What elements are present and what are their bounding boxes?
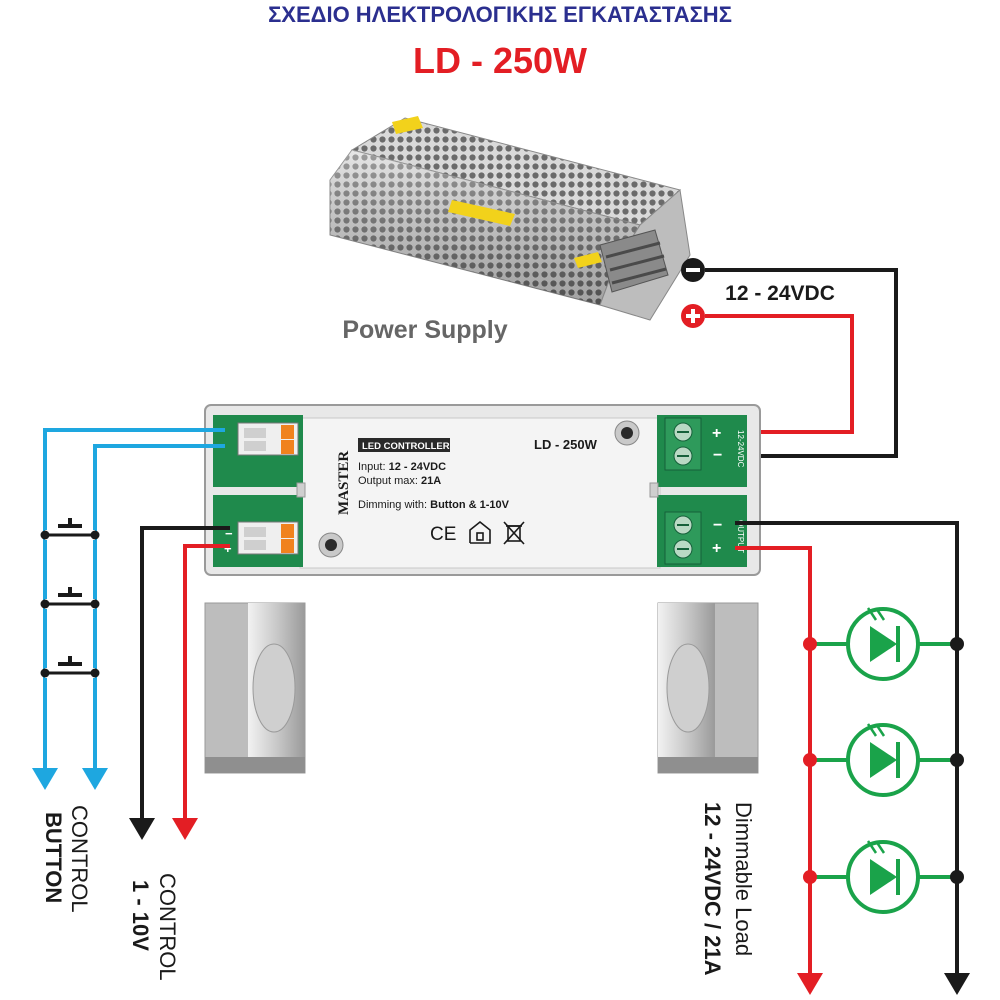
supply-wires — [705, 268, 898, 458]
load-arrow-red — [797, 973, 823, 995]
svg-text:−: − — [713, 447, 722, 464]
svg-text:+: + — [712, 540, 721, 557]
load-wires — [735, 521, 959, 975]
svg-text:−: − — [225, 526, 233, 541]
push-button-1 — [40, 518, 100, 540]
model-title: LD - 250W — [413, 40, 587, 81]
dim-input-clamps — [237, 521, 299, 555]
svg-text:−: − — [713, 517, 722, 534]
controller-output-line: Output max: 21A — [358, 475, 441, 487]
button-arrow-left — [32, 768, 58, 790]
power-input-screws — [664, 417, 702, 471]
dim-arrow-red — [172, 818, 198, 840]
control-110-label-1: CONTROL — [155, 873, 180, 981]
control-button-label-2: BUTTON — [41, 812, 66, 903]
controller-dimming-line: Dimming with: Button & 1-10V — [358, 499, 510, 511]
load-label-1: Dimmable Load — [731, 802, 756, 956]
led-load-3 — [803, 840, 964, 914]
button-wires — [43, 428, 225, 772]
ce-mark: CE — [430, 524, 456, 545]
svg-text:+: + — [712, 425, 721, 442]
psu-plus-terminal — [681, 304, 705, 328]
weee-bin-icon — [503, 521, 525, 545]
controller-badge: LED CONTROLLER — [362, 441, 450, 452]
button-arrow-right — [82, 768, 108, 790]
input-terminal-mark: 12-24VDC — [736, 430, 745, 468]
power-supply-label: Power Supply — [342, 316, 507, 344]
svg-text:+: + — [224, 541, 232, 556]
diagram-title: ΣΧΕΔΙΟ ΗΛΕΚΤΡΟΛΟΓΙΚΗΣ ΕΓΚΑΤΑΣΤΑΣΗΣ — [268, 2, 732, 27]
controller-input-line: Input: 12 - 24VDC — [358, 461, 446, 473]
end-cap-left — [204, 602, 306, 774]
psu-voltage-label: 12 - 24VDC — [725, 282, 835, 305]
dim-control-wires — [140, 526, 230, 822]
led-controller: + − − + − + 12-24VDC OUTPUT — [204, 404, 761, 576]
push-button-2 — [40, 587, 100, 609]
controller-brand: MASTER — [336, 451, 352, 515]
controller-model: LD - 250W — [534, 437, 598, 452]
led-load-1 — [803, 607, 964, 681]
power-supply-image — [329, 116, 691, 321]
controller-badge-bg — [358, 438, 450, 452]
end-cap-right — [657, 602, 759, 774]
push-button-3 — [40, 656, 100, 678]
psu-minus-terminal — [681, 258, 705, 282]
load-arrow-black — [944, 973, 970, 995]
indoor-use-icon — [469, 520, 491, 544]
control-button-label-1: CONTROL — [67, 805, 92, 913]
load-output-screws — [664, 511, 702, 565]
output-terminal-mark: OUTPUT — [736, 520, 745, 553]
dim-arrow-black — [129, 818, 155, 840]
led-load-2 — [803, 723, 964, 797]
button-input-clamps — [237, 422, 299, 456]
load-label-2: 12 - 24VDC / 21A — [700, 802, 725, 976]
control-110-label-2: 1 - 10V — [128, 880, 153, 951]
